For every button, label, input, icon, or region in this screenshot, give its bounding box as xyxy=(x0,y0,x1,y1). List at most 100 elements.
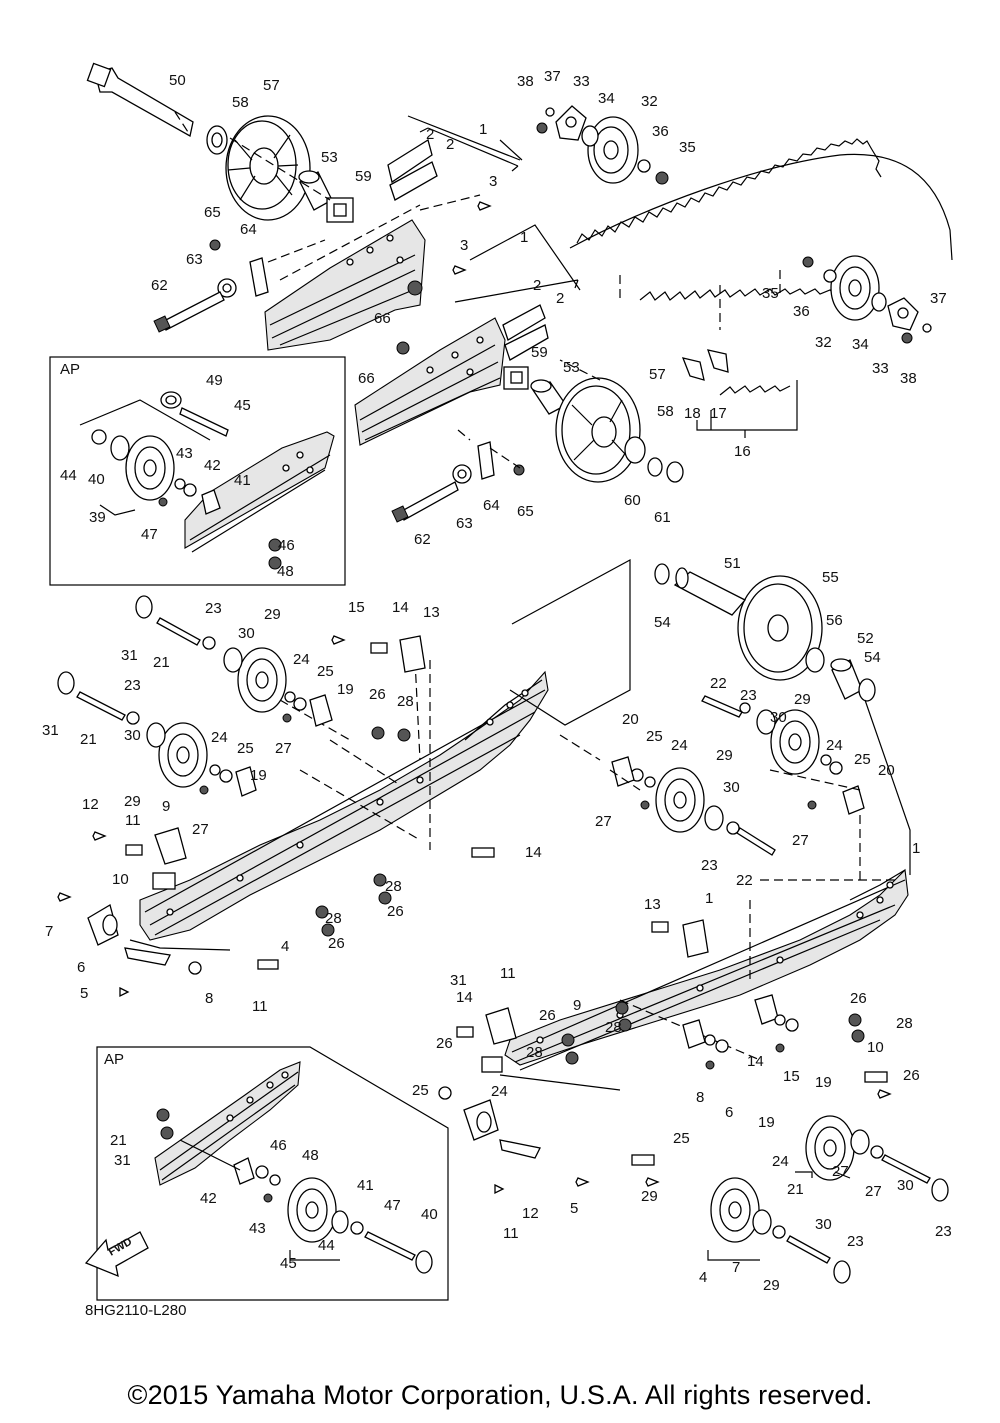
callout-26: 26 xyxy=(436,1035,453,1052)
parts-diagram: FWD AP AP 8HG2110-L280 50575853592213656… xyxy=(42,62,953,1319)
callout-25: 25 xyxy=(317,663,334,680)
callout-47: 47 xyxy=(384,1197,401,1214)
bracket-20-a xyxy=(611,756,635,787)
slide-rail-upper-left xyxy=(264,219,426,351)
callout-62: 62 xyxy=(151,277,168,294)
washer-8-b xyxy=(438,1086,452,1100)
plate-2-upper xyxy=(387,138,438,201)
callout-45: 45 xyxy=(280,1255,297,1272)
cap-31-b xyxy=(57,671,75,695)
callout-31: 31 xyxy=(121,647,138,664)
bracket-64-middle xyxy=(477,441,495,480)
callout-34: 34 xyxy=(598,90,615,107)
wheel-29-c xyxy=(655,767,705,833)
axle-51 xyxy=(673,567,747,616)
cap-31-a xyxy=(135,595,153,619)
callout-42: 42 xyxy=(204,457,221,474)
callout-53: 53 xyxy=(321,149,338,166)
callout-10: 10 xyxy=(867,1039,884,1056)
callout-46: 46 xyxy=(270,1137,287,1154)
callout-25: 25 xyxy=(673,1130,690,1147)
callout-13: 13 xyxy=(423,604,440,621)
callout-29: 29 xyxy=(794,691,811,708)
callout-30: 30 xyxy=(124,727,141,744)
callout-32: 32 xyxy=(641,93,658,110)
washer-23-d xyxy=(739,702,751,714)
callout-16: 16 xyxy=(734,443,751,460)
callout-1: 1 xyxy=(520,229,528,246)
callout-26: 26 xyxy=(328,935,345,952)
callout-2: 2 xyxy=(426,126,434,143)
stopper-9-b xyxy=(485,1007,517,1045)
bearing-30-d xyxy=(756,709,776,735)
ap-box-bottom xyxy=(96,1046,449,1301)
plate-14-b xyxy=(471,847,495,858)
washer-23-e xyxy=(870,1145,884,1159)
callout-3: 3 xyxy=(489,173,497,190)
callout-1: 1 xyxy=(479,121,487,138)
callout-20: 20 xyxy=(878,762,895,779)
callout-14: 14 xyxy=(456,989,473,1006)
bearing-30-e xyxy=(850,1129,870,1155)
callout-4: 4 xyxy=(281,938,289,955)
callout-27: 27 xyxy=(192,821,209,838)
callout-4: 4 xyxy=(699,1269,707,1286)
callout-42: 42 xyxy=(200,1190,217,1207)
callout-23: 23 xyxy=(205,600,222,617)
callout-18: 18 xyxy=(684,405,701,422)
callout-53: 53 xyxy=(563,359,580,376)
washer-8-a xyxy=(188,961,202,975)
callout-26: 26 xyxy=(903,1067,920,1084)
callout-65: 65 xyxy=(204,204,221,221)
bearing-30-b xyxy=(146,722,166,748)
callout-29: 29 xyxy=(716,747,733,764)
plate-11-a xyxy=(125,844,143,856)
bearing-30-c xyxy=(704,805,724,831)
bracket-19-b xyxy=(235,766,257,797)
callout-3: 3 xyxy=(460,237,468,254)
callout-24: 24 xyxy=(671,737,688,754)
callout-21: 21 xyxy=(80,731,97,748)
slide-rail-upper-middle xyxy=(354,317,506,446)
callout-34: 34 xyxy=(852,336,869,353)
callout-17: 17 xyxy=(710,405,727,422)
washer-54-b xyxy=(858,678,876,702)
callout-11: 11 xyxy=(125,812,141,829)
callout-31: 31 xyxy=(450,972,467,989)
callout-30: 30 xyxy=(770,709,787,726)
callout-40: 40 xyxy=(421,1206,438,1223)
washer-23-c xyxy=(726,821,740,835)
callout-35: 35 xyxy=(762,285,779,302)
idler-wheel-32-lower xyxy=(830,255,880,321)
copyright-notice: ©2015 Yamaha Motor Corporation, U.S.A. A… xyxy=(127,1380,873,1410)
plate-11-c xyxy=(456,1026,474,1038)
bolt-35-lower xyxy=(802,256,814,268)
callout-25: 25 xyxy=(854,751,871,768)
callout-26: 26 xyxy=(539,1007,556,1024)
rivet-7-a xyxy=(57,892,72,902)
callout-40: 40 xyxy=(88,471,105,488)
callout-58: 58 xyxy=(657,403,674,420)
callout-46: 46 xyxy=(278,537,295,554)
callout-30: 30 xyxy=(238,625,255,642)
callout-36: 36 xyxy=(793,303,810,320)
callout-24: 24 xyxy=(491,1083,508,1100)
callout-25: 25 xyxy=(237,740,254,757)
spacer-24-b xyxy=(209,764,221,776)
spacer-60 xyxy=(647,457,663,477)
callout-20: 20 xyxy=(622,711,639,728)
callout-55: 55 xyxy=(822,569,839,586)
callout-30: 30 xyxy=(897,1177,914,1194)
callout-27: 27 xyxy=(275,740,292,757)
callout-37: 37 xyxy=(544,68,561,85)
washer-23-f xyxy=(772,1225,786,1239)
stopper-9-a xyxy=(154,827,187,865)
callout-29: 29 xyxy=(124,793,141,810)
callout-43: 43 xyxy=(176,445,193,462)
washer-23-b xyxy=(126,711,140,725)
fwd-arrow-icon: FWD xyxy=(84,1231,149,1278)
callout-41: 41 xyxy=(357,1177,374,1194)
track-belt xyxy=(569,138,953,396)
callout-24: 24 xyxy=(772,1153,789,1170)
callout-28: 28 xyxy=(605,1019,622,1036)
